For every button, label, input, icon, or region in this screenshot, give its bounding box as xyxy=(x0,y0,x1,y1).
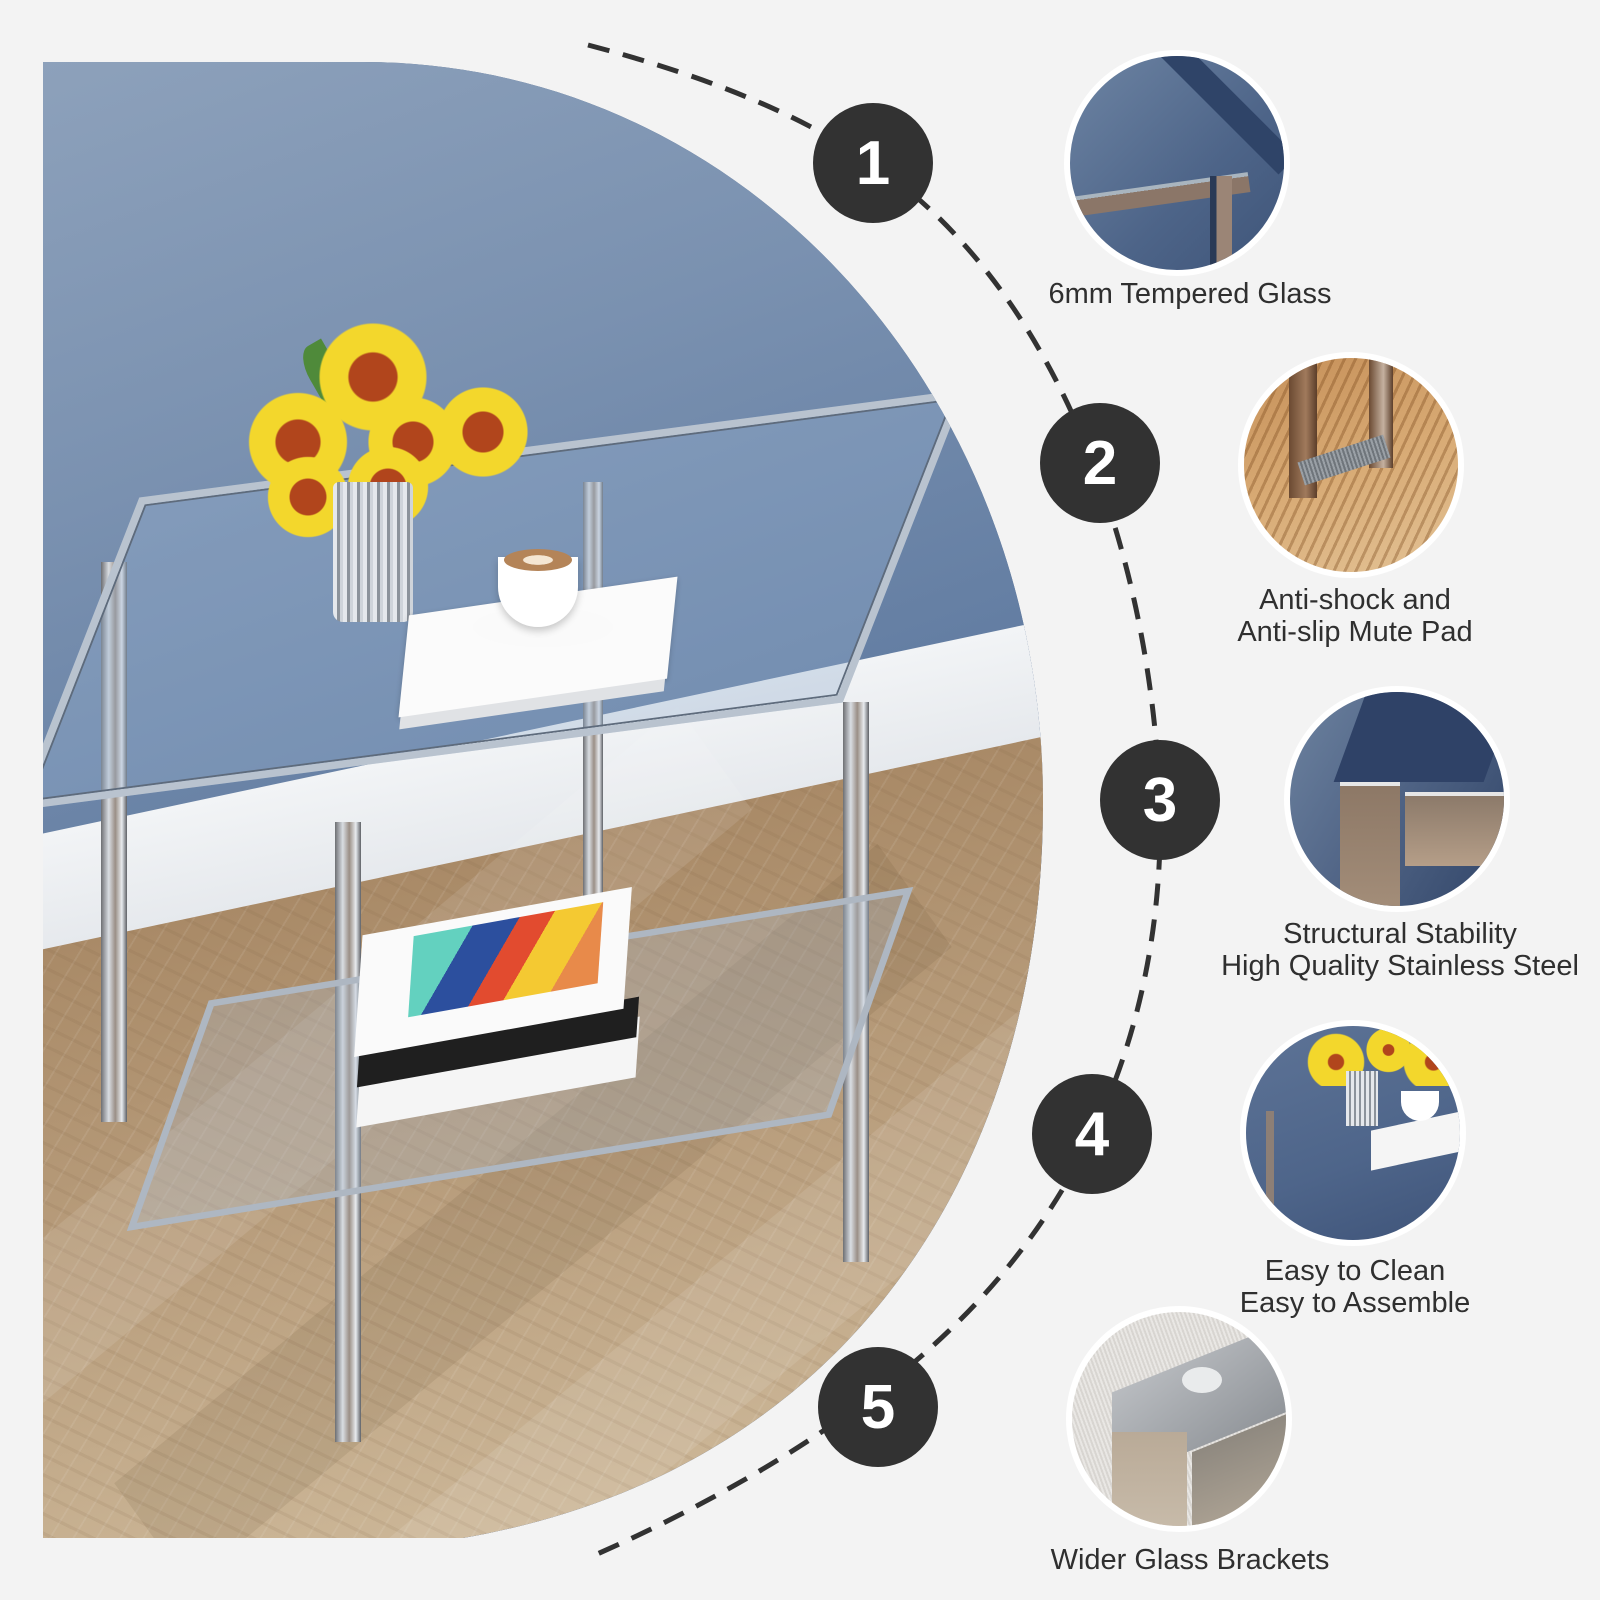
product-photo xyxy=(43,62,1043,1538)
steel-joint-icon xyxy=(1284,686,1510,912)
glass-corner-icon xyxy=(1064,50,1290,276)
feature-caption-5: Wider Glass Brackets xyxy=(1050,1544,1330,1576)
feature-caption-2: Anti-shock and Anti-slip Mute Pad xyxy=(1237,584,1473,648)
table-leg xyxy=(101,562,127,1122)
glass-bracket-icon xyxy=(1066,1306,1292,1532)
table-leg xyxy=(335,822,361,1442)
matisse-cover-art xyxy=(408,902,603,1017)
silver-vase xyxy=(333,482,413,622)
feature-caption-4: Easy to Clean Easy to Assemble xyxy=(1239,1255,1471,1319)
coffee-cup xyxy=(498,557,578,627)
feature-number-badge-3: 3 xyxy=(1100,740,1220,860)
foot-pad-icon xyxy=(1238,352,1464,578)
feature-caption-3: Structural Stability High Quality Stainl… xyxy=(1221,918,1579,982)
feature-number-badge-5: 5 xyxy=(818,1347,938,1467)
feature-number-badge-4: 4 xyxy=(1032,1074,1152,1194)
feature-number-badge-2: 2 xyxy=(1040,403,1160,523)
table-top-icon xyxy=(1240,1020,1466,1246)
feature-number-badge-1: 1 xyxy=(813,103,933,223)
feature-caption-1: 6mm Tempered Glass xyxy=(1048,278,1332,310)
book-stack xyxy=(358,912,638,1112)
